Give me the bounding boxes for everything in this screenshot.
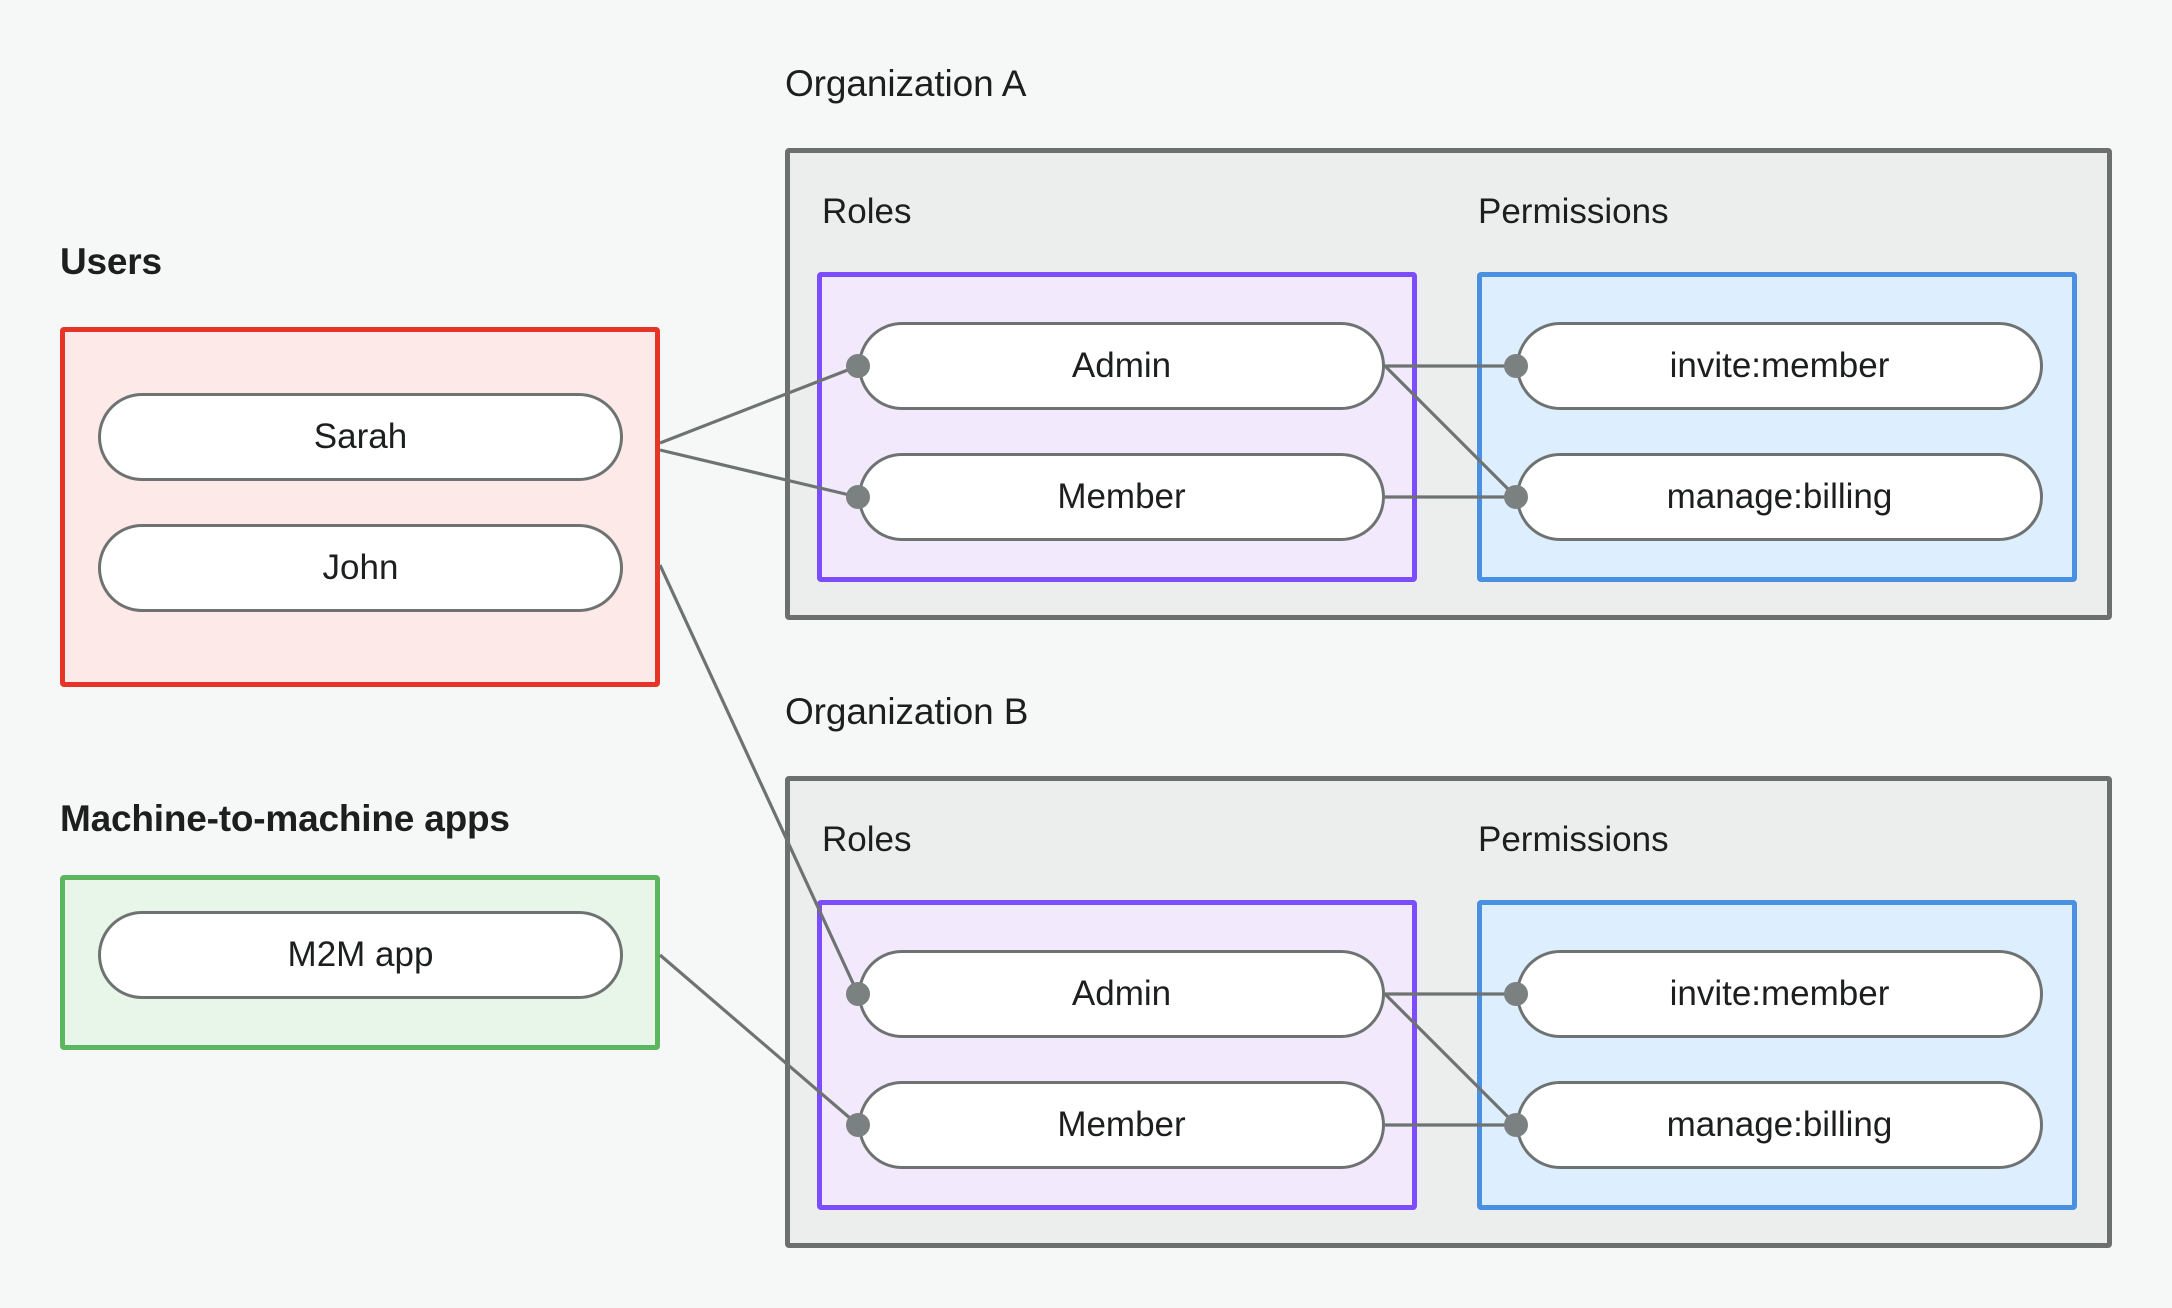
organization-b-title: Organization B: [785, 691, 1029, 732]
organization-a-permissions-heading: Permissions: [1478, 192, 1669, 231]
organization-b-role-member[interactable]: Member: [858, 1081, 1385, 1169]
organization-a-role-member[interactable]: Member: [858, 453, 1385, 541]
organization-a-permission-manage-billing[interactable]: manage:billing: [1516, 453, 2043, 541]
organization-a-roles-heading: Roles: [822, 192, 912, 231]
users-group-heading: Users: [60, 241, 162, 282]
user-node-sarah[interactable]: Sarah: [98, 393, 623, 481]
organization-b-permission-invite-member[interactable]: invite:member: [1516, 950, 2043, 1038]
organization-b-permissions-heading: Permissions: [1478, 820, 1669, 859]
user-node-john[interactable]: John: [98, 524, 623, 612]
m2m-group-heading: Machine-to-machine apps: [60, 798, 510, 839]
users-container: [60, 327, 660, 687]
organization-b-roles-heading: Roles: [822, 820, 912, 859]
organization-a-permission-invite-member[interactable]: invite:member: [1516, 322, 2043, 410]
organization-a-title: Organization A: [785, 63, 1027, 104]
organization-b-permission-manage-billing[interactable]: manage:billing: [1516, 1081, 2043, 1169]
organization-b-role-admin[interactable]: Admin: [858, 950, 1385, 1038]
m2m-node-app[interactable]: M2M app: [98, 911, 623, 999]
organization-a-role-admin[interactable]: Admin: [858, 322, 1385, 410]
